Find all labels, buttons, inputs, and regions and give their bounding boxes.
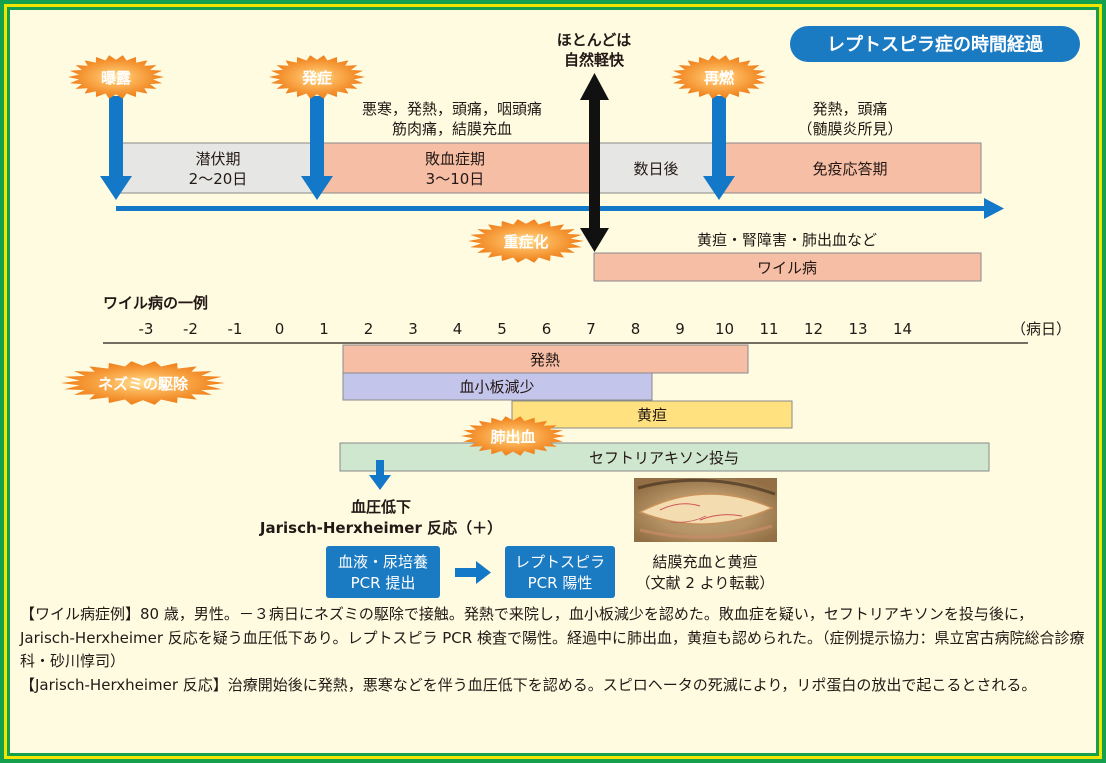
exposure-arrow <box>100 96 132 200</box>
day-tick-label: 0 <box>275 320 285 338</box>
fever-label: 発熱 <box>530 351 560 369</box>
rat-extermination-burst-shape <box>61 361 225 405</box>
photo-caption-1: 結膜充血と黄疸 <box>652 553 757 571</box>
day-tick-label: 11 <box>759 320 778 338</box>
day-unit: （病日） <box>1011 320 1071 338</box>
onset-arrow <box>301 96 333 200</box>
septic-phase-label: 敗血症期 <box>425 150 485 168</box>
exposure-burst: 曝露 <box>68 55 164 99</box>
days-later-label: 数日後 <box>633 160 678 178</box>
relapse-burst: 再燃 <box>671 55 767 99</box>
onset-label: 発症 <box>301 69 332 87</box>
immune-phase-box <box>717 142 982 194</box>
pcr-positive-line-1: レプトスピラ <box>515 553 605 571</box>
culture-pcr-line-2: PCR 提出 <box>351 574 416 592</box>
relapse-label: 再燃 <box>704 69 735 87</box>
ceftriaxone-label: セフトリアキソン投与 <box>589 449 739 467</box>
ceftriaxone-bar: セフトリアキソン投与 <box>339 442 990 472</box>
thrombocytopenia-label: 血小板減少 <box>459 378 534 396</box>
hypotension-label: 血圧低下 <box>351 498 411 516</box>
day-tick-label: 2 <box>364 320 374 338</box>
hypotension-arrow <box>369 460 391 490</box>
weil-disease-box <box>593 252 982 282</box>
thrombocytopenia-bar: 血小板減少 <box>342 372 653 401</box>
fever-bar: 発熱 <box>342 344 749 374</box>
jaundice-bar: 黄疸 <box>511 400 793 429</box>
day-tick-label: 3 <box>408 320 418 338</box>
onset-burst: 発症 <box>269 55 365 99</box>
day-tick-label: 8 <box>631 320 641 338</box>
day-tick-label: 13 <box>848 320 867 338</box>
pulmonary-hemorrhage-label: 肺出血 <box>490 428 535 446</box>
day-tick-label: -2 <box>183 320 198 338</box>
exposure-label: 曝露 <box>101 69 132 87</box>
pulmonary-hemorrhage-burst: 肺出血 <box>461 416 565 456</box>
pcr-positive-box: レプトスピラ PCR 陽性 <box>505 546 615 598</box>
pcr-positive-line-2: PCR 陽性 <box>528 574 593 592</box>
immune-phase-label: 免疫応答期 <box>812 160 887 178</box>
jarisch-reaction-label: Jarisch-Herxheimer 反応（＋） <box>259 519 502 537</box>
incubation-label: 潜伏期 <box>195 150 240 168</box>
culture-pcr-box: 血液・尿培養 PCR 提出 <box>326 546 440 598</box>
day-tick-label: 1 <box>319 320 329 338</box>
pulmonary-hemorrhage-burst-shape <box>461 416 565 456</box>
conjunctival-photo <box>634 478 777 542</box>
time-axis-arrow <box>116 198 1004 219</box>
days-later-box <box>593 142 719 194</box>
title-badge: レプトスピラ症の時間経過 <box>790 26 1080 62</box>
weil-disease-label: ワイル病 <box>757 259 817 277</box>
day-tick-label: 7 <box>586 320 596 338</box>
diagram-title: レプトスピラ症の時間経過 <box>827 34 1044 56</box>
severe-label: 重症化 <box>503 233 548 251</box>
case-description: 【ワイル病症例】80 歳，男性。－３病日にネズミの駆除で接触。発熱で来院し，血小… <box>20 603 1088 697</box>
severe-symptoms-label: 黄疸・腎障害・肺出血など <box>697 231 877 249</box>
day-tick-label: 9 <box>675 320 685 338</box>
severe-burst: 重症化 <box>468 219 584 263</box>
relapse-arrow <box>703 96 735 200</box>
incubation-period-box <box>117 142 317 194</box>
recovery-label-1: ほとんどは <box>557 31 632 49</box>
onset-symptoms-1: 悪寒，発熱，頭痛，咽頭痛 <box>362 100 542 118</box>
day-tick-label: 6 <box>542 320 552 338</box>
case-heading: ワイル病の一例 <box>103 294 208 312</box>
case-summary-text: 【ワイル病症例】80 歳，男性。－３病日にネズミの駆除で接触。発熱で来院し，血小… <box>20 605 1085 670</box>
test-flow-arrow <box>455 561 491 584</box>
recovery-vs-severe-arrow <box>580 73 609 252</box>
day-tick-label: 5 <box>497 320 507 338</box>
onset-symptoms-2: 筋肉痛，結膜充血 <box>392 120 512 138</box>
relapse-burst-shape <box>671 55 767 99</box>
photo-caption-2: （文献 2 より転載） <box>636 574 775 592</box>
day-tick-label: -3 <box>139 320 154 338</box>
onset-burst-shape <box>269 55 365 99</box>
septic-phase-duration: 3〜10日 <box>426 170 485 188</box>
day-tick-label: 4 <box>453 320 463 338</box>
recovery-label-2: 自然軽快 <box>564 51 625 69</box>
day-tick-label: -1 <box>228 320 243 338</box>
incubation-duration: 2〜20日 <box>189 170 248 188</box>
severe-burst-shape <box>468 219 584 263</box>
day-tick-label: 12 <box>804 320 823 338</box>
culture-pcr-line-1: 血液・尿培養 <box>338 553 428 571</box>
relapse-symptoms-2: （髄膜炎所見） <box>797 120 902 138</box>
relapse-symptoms-1: 発熱，頭痛 <box>812 100 887 118</box>
title-pill <box>790 26 1080 62</box>
jaundice-label: 黄疸 <box>637 406 667 424</box>
day-tick-label: 14 <box>893 320 912 338</box>
jarisch-definition-text: 【Jarisch-Herxheimer 反応】治療開始後に発熱，悪寒などを伴う血… <box>20 675 1037 694</box>
exposure-burst-shape <box>68 55 164 99</box>
rat-extermination-burst: ネズミの駆除 <box>61 361 225 405</box>
rat-extermination-label: ネズミの駆除 <box>98 375 189 393</box>
day-tick-label: 10 <box>715 320 734 338</box>
